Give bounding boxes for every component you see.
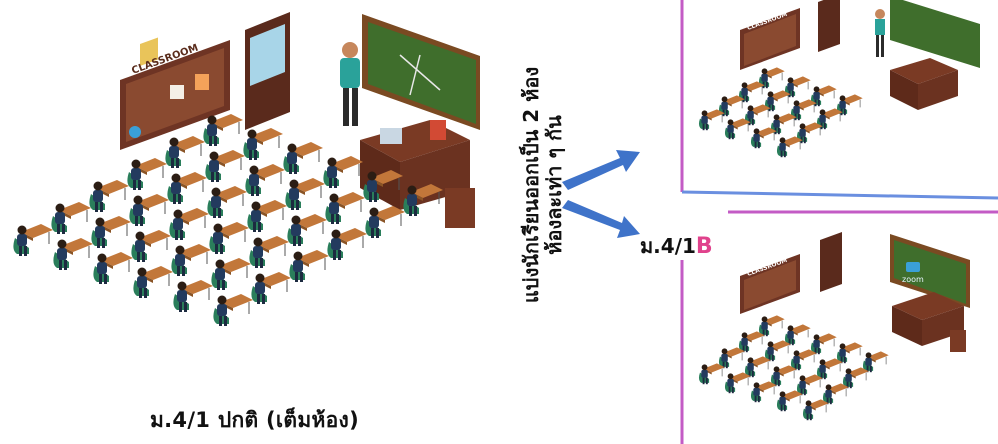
student-at-desk <box>289 250 329 282</box>
student-at-desk <box>287 214 327 246</box>
room-a-student-grid <box>698 67 863 158</box>
student-at-desk <box>836 342 863 364</box>
student-at-desk <box>173 280 213 312</box>
student-at-desk <box>750 381 777 403</box>
student-at-desk <box>862 351 889 373</box>
student-at-desk <box>770 365 797 387</box>
student-at-desk <box>758 67 785 89</box>
student-at-desk <box>249 236 289 268</box>
zoom-screen-board: zoom <box>890 234 970 308</box>
teacher-figure <box>340 42 360 126</box>
student-at-desk <box>209 222 249 254</box>
student-at-desk <box>129 194 169 226</box>
arrow-up-right-icon <box>562 150 640 190</box>
room-a-illustration: CLASSROOM <box>680 0 998 200</box>
student-at-desk <box>758 315 785 337</box>
room-b-label-prefix: ม.4/1 <box>640 234 696 258</box>
student-at-desk <box>790 99 817 121</box>
student-at-desk <box>816 108 843 130</box>
student-at-desk <box>327 228 367 260</box>
student-at-desk <box>718 347 745 369</box>
student-at-desk <box>13 224 53 256</box>
zoom-camera-icon <box>906 262 920 272</box>
student-at-desk <box>169 208 209 240</box>
student-at-desk <box>750 127 777 149</box>
room-b-label: ม.4/1B <box>640 230 713 262</box>
student-at-desk <box>211 258 251 290</box>
split-arrows <box>562 150 640 238</box>
student-at-desk <box>91 216 131 248</box>
student-at-desk <box>165 136 205 168</box>
student-at-desk <box>776 390 803 412</box>
student-at-desk <box>810 333 837 355</box>
student-at-desk <box>744 356 771 378</box>
student-at-desk <box>816 358 843 380</box>
student-at-desk <box>131 230 171 262</box>
student-at-desk <box>203 114 243 146</box>
student-at-desk <box>283 142 323 174</box>
student-at-desk <box>698 363 725 385</box>
full-classroom-illustration: CLASSROOM <box>13 12 480 326</box>
student-at-desk <box>738 331 765 353</box>
student-at-desk <box>365 206 405 238</box>
student-at-desk <box>698 109 725 131</box>
student-at-desk <box>724 118 751 140</box>
student-at-desk <box>764 340 791 362</box>
student-at-desk <box>207 186 247 218</box>
student-at-desk <box>171 244 211 276</box>
student-at-desk <box>133 266 173 298</box>
room-a-bottom-divider <box>681 190 998 200</box>
student-at-desk <box>53 238 93 270</box>
student-at-desk <box>251 272 291 304</box>
student-at-desk <box>93 252 133 284</box>
student-desk-grid <box>13 114 443 326</box>
student-at-desk <box>323 156 363 188</box>
student-at-desk <box>363 170 403 202</box>
student-at-desk <box>724 372 751 394</box>
student-at-desk <box>247 200 287 232</box>
split-instruction-line1: แบ่งนักเรียนออกเป็น 2 ห้อง <box>519 66 543 304</box>
student-at-desk <box>167 172 207 204</box>
zoom-board-text: zoom <box>902 275 924 284</box>
student-at-desk <box>325 192 365 224</box>
door <box>245 12 290 130</box>
student-at-desk <box>285 178 325 210</box>
student-at-desk <box>796 374 823 396</box>
student-at-desk <box>776 136 803 158</box>
student-at-desk <box>245 164 285 196</box>
student-at-desk <box>127 158 167 190</box>
student-at-desk <box>790 349 817 371</box>
student-at-desk <box>842 367 869 389</box>
student-at-desk <box>243 128 283 160</box>
arrow-down-right-icon <box>562 200 640 238</box>
student-at-desk <box>205 150 245 182</box>
student-at-desk <box>802 399 829 421</box>
room-a-teacher <box>875 9 885 57</box>
student-at-desk <box>403 184 443 216</box>
student-at-desk <box>213 294 253 326</box>
student-at-desk <box>89 180 129 212</box>
chalkboard <box>362 14 480 130</box>
main-room-caption: ม.4/1 ปกติ (เต็มห้อง) <box>150 408 359 432</box>
student-at-desk <box>51 202 91 234</box>
room-b-student-grid <box>698 315 889 421</box>
room-b-label-letter: B <box>695 234 713 259</box>
room-b-illustration: CLASSROOM zoom <box>680 210 998 444</box>
student-at-desk <box>822 383 849 405</box>
student-at-desk <box>784 324 811 346</box>
